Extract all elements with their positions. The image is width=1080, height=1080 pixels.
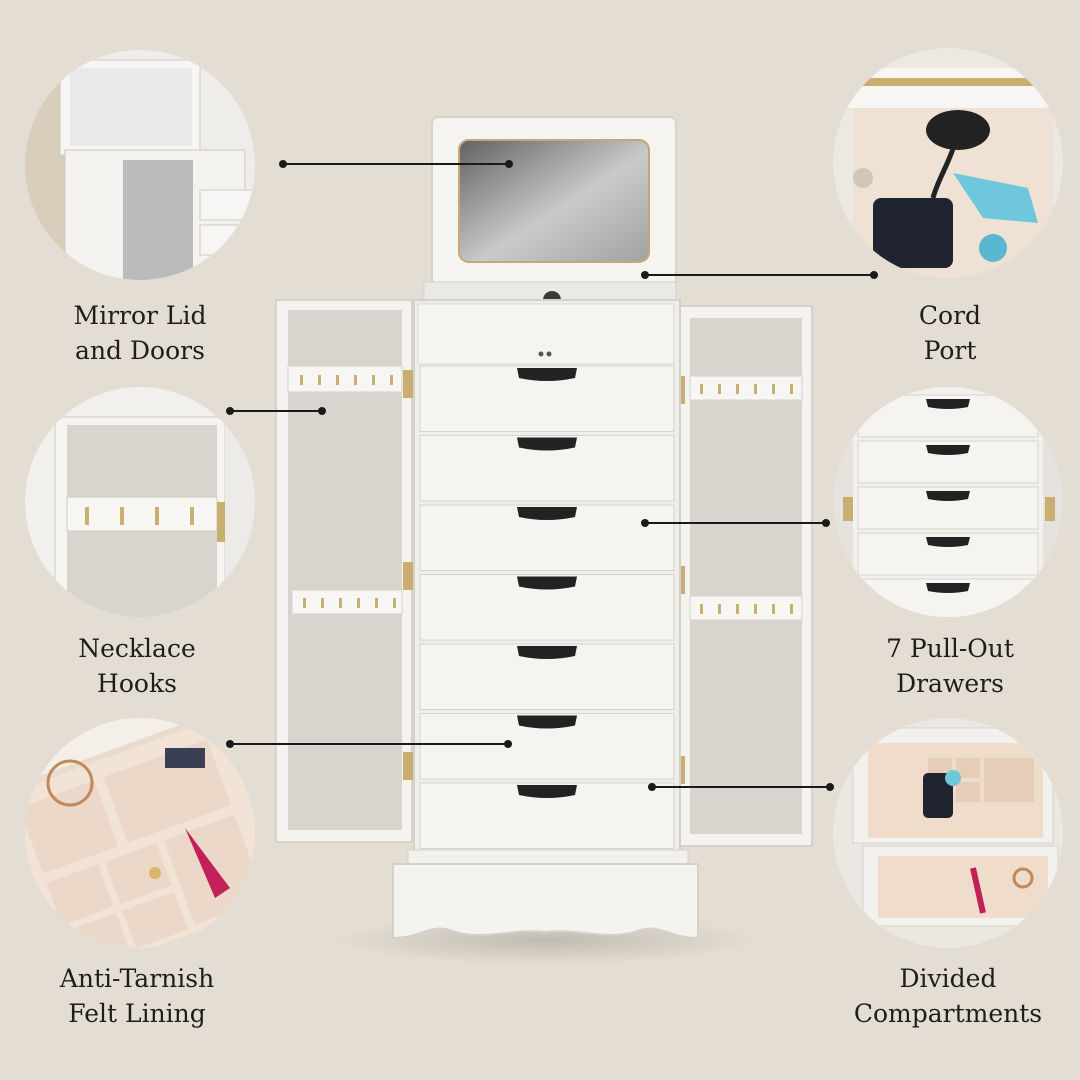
label-cord-port-line2: Port: [923, 336, 977, 365]
feature-photo-compartments: [833, 718, 1063, 948]
drawer-pull-icon: [517, 507, 577, 520]
label-mirror-lid-line2: and Doors: [75, 336, 205, 365]
drawer-pull-icon: [926, 491, 970, 501]
feature-photo-felt-lining: [25, 718, 255, 948]
drawer-pull-icon: [926, 537, 970, 547]
label-felt-lining-line1: Anti-Tarnish: [59, 964, 215, 993]
drawer-pull-icon: [517, 785, 577, 798]
feature-photo-mirror-lid: [25, 50, 255, 280]
label-felt-lining-line2: Felt Lining: [68, 999, 206, 1028]
leader-line-mirror: [283, 163, 511, 165]
label-necklace-hooks: Necklace Hooks: [7, 631, 267, 701]
leader-dot: [822, 519, 830, 527]
leader-line-drawers: [645, 522, 828, 524]
leader-dot: [504, 740, 512, 748]
hook-icon: [85, 507, 194, 525]
feature-photo-cord-port: [833, 48, 1063, 278]
leader-line-felt: [230, 743, 510, 745]
drawer-pull-icon: [926, 583, 970, 593]
label-pull-out-drawers-line2: Drawers: [896, 669, 1004, 698]
label-mirror-lid-line1: Mirror Lid: [73, 301, 207, 330]
drawer-pull-icon: [926, 445, 970, 455]
cabinet-base: [392, 849, 699, 940]
drawer-pull-icon: [926, 399, 970, 409]
mirror-lid: [431, 116, 677, 286]
drawer-pull-icon: [517, 368, 577, 381]
drawer-pull-icon: [517, 437, 577, 451]
leader-dot: [505, 160, 513, 168]
label-pull-out-drawers-line1: 7 Pull-Out: [886, 634, 1014, 663]
drawer-pull-icon: [517, 646, 577, 659]
feature-photo-drawers: [833, 387, 1063, 617]
drawer-pull-icon: [517, 576, 577, 590]
label-cord-port-line1: Cord: [918, 301, 982, 330]
label-necklace-hooks-line2: Hooks: [97, 669, 177, 698]
label-divided-compartments: Divided Compartments: [818, 961, 1078, 1031]
cabinet-body: [413, 299, 681, 853]
left-door: [275, 299, 415, 843]
label-divided-compartments-line2: Compartments: [853, 999, 1043, 1028]
leader-line-cord-port: [645, 274, 876, 276]
label-cord-port: Cord Port: [820, 298, 1080, 368]
label-felt-lining: Anti-Tarnish Felt Lining: [7, 961, 267, 1031]
label-necklace-hooks-line1: Necklace: [78, 634, 196, 663]
leader-dot: [318, 407, 326, 415]
right-door: [673, 305, 813, 847]
drawer-pull-icon: [517, 715, 577, 729]
mirror-icon: [458, 139, 650, 263]
label-pull-out-drawers: 7 Pull-Out Drawers: [820, 631, 1080, 701]
leader-line-compartments: [652, 786, 832, 788]
leader-line-hooks: [230, 410, 324, 412]
label-mirror-lid: Mirror Lid and Doors: [10, 298, 270, 368]
label-divided-compartments-line1: Divided: [899, 964, 997, 993]
leader-dot: [870, 271, 878, 279]
drawer-stack: [419, 365, 675, 849]
feature-photo-necklace-hooks: [25, 387, 255, 617]
leader-dot: [826, 783, 834, 791]
